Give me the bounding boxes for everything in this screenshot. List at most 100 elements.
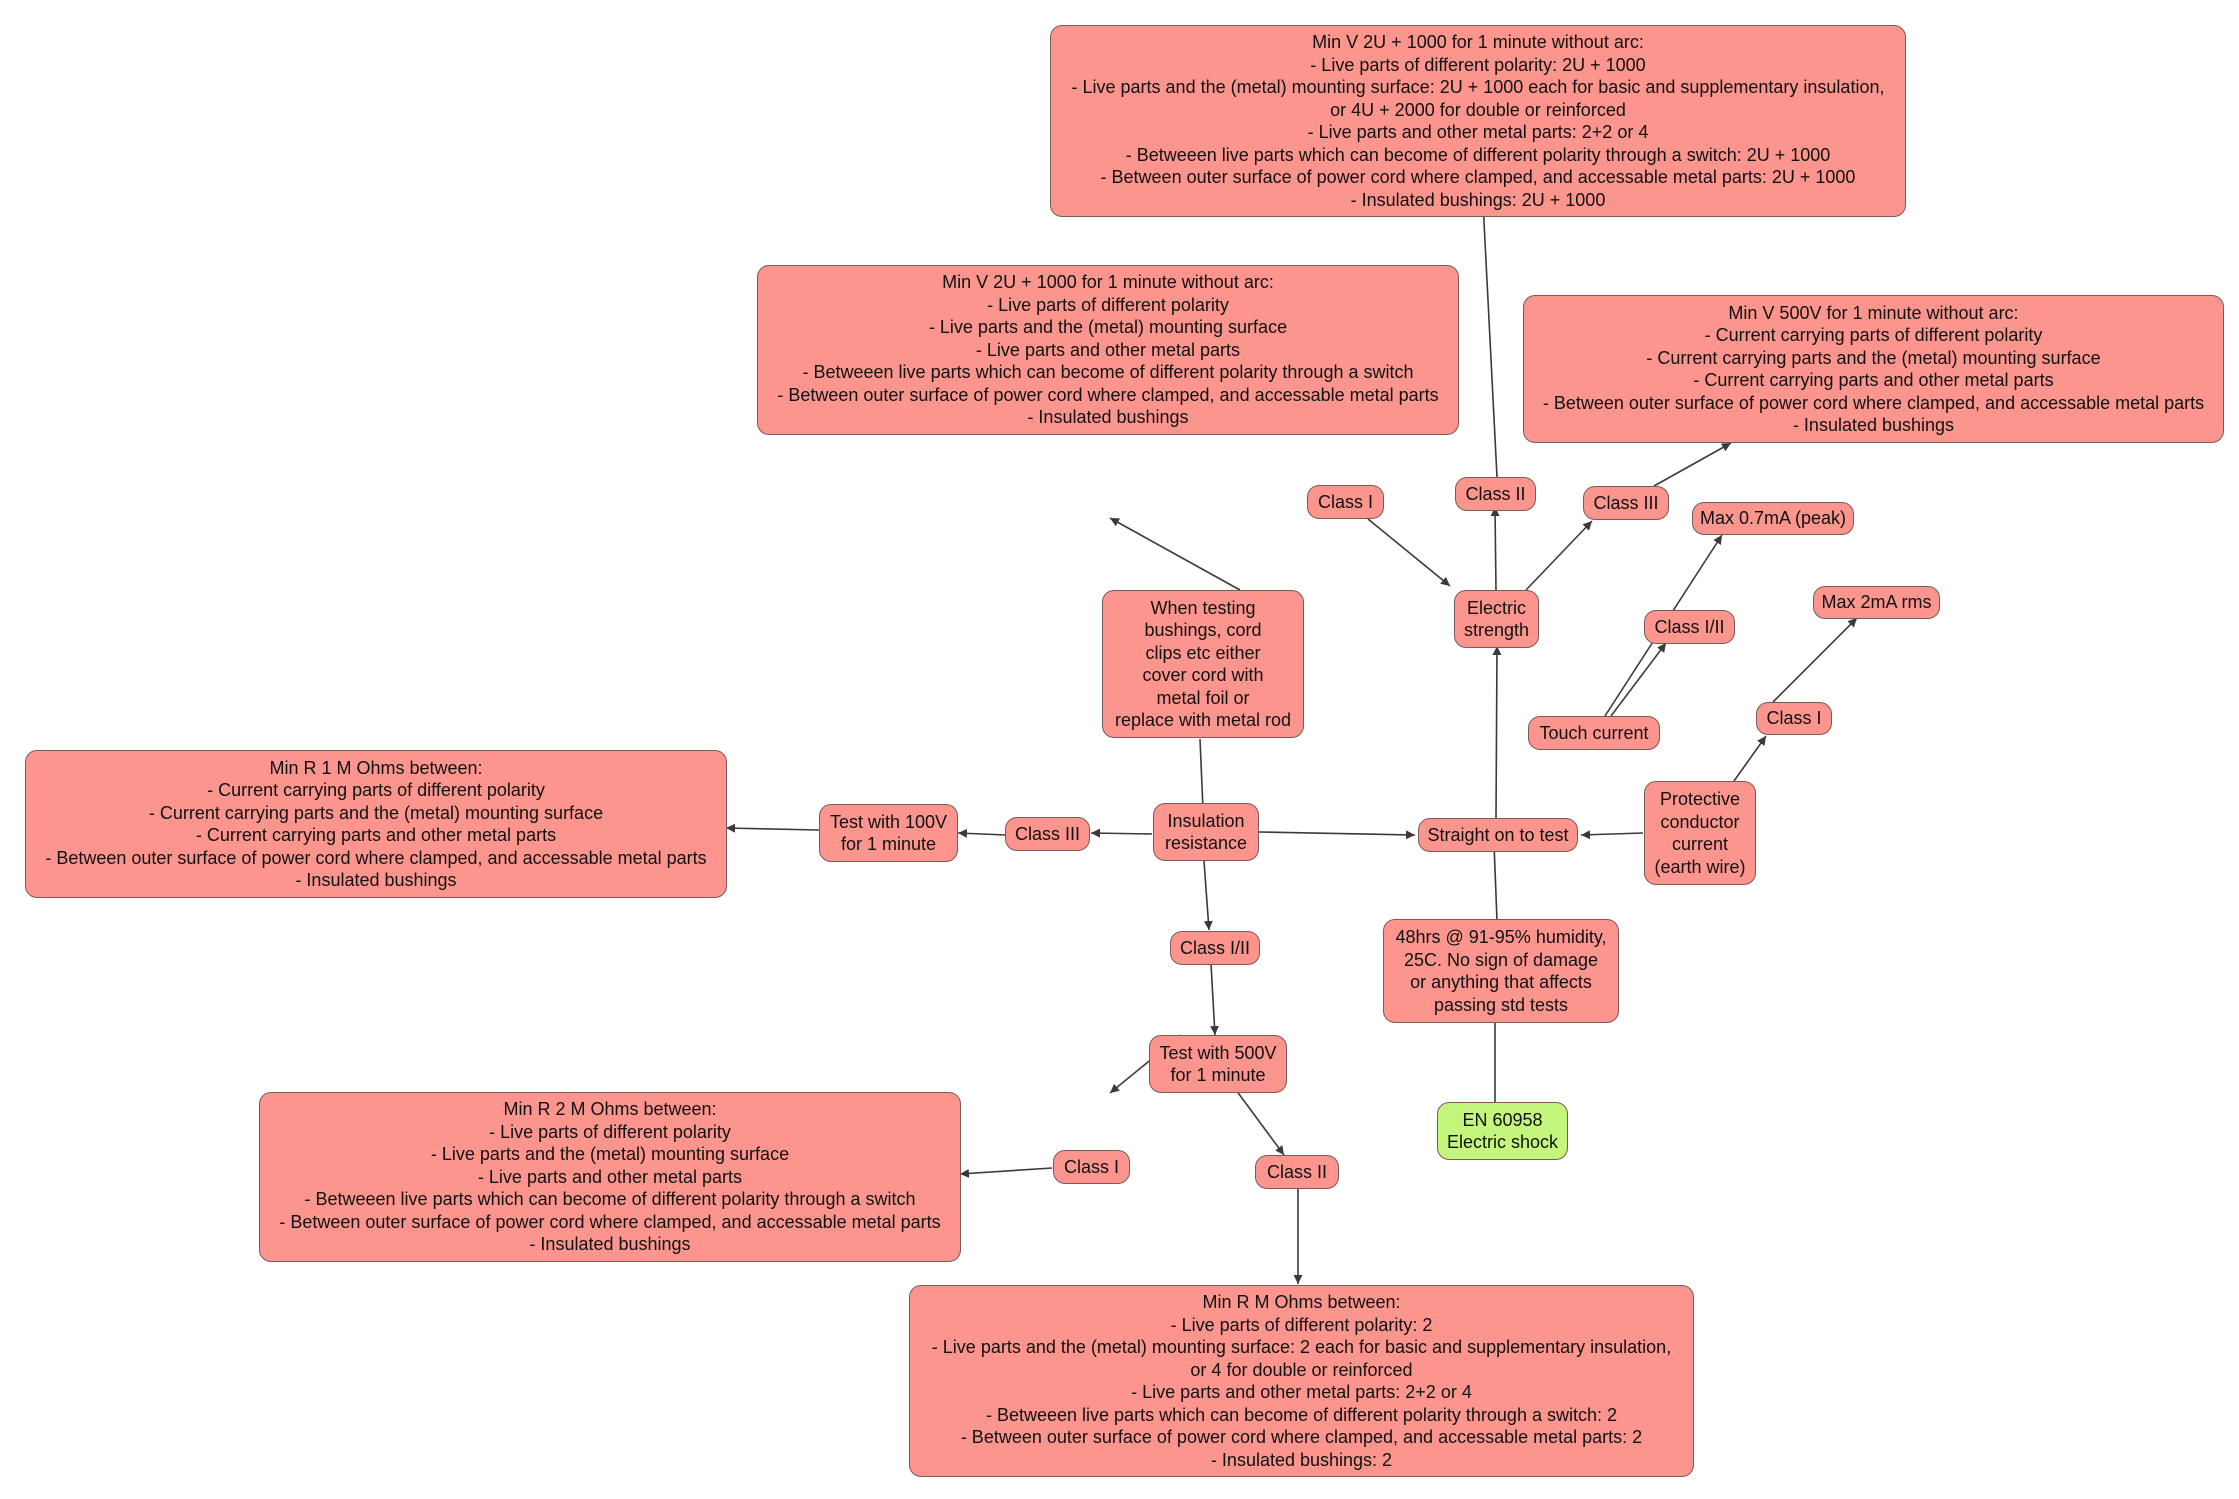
electric-strength-class-iii-requirements[interactable]: Min V 500V for 1 minute without arc:- Cu… [1523, 295, 2224, 443]
connector-arrow [1258, 830, 1416, 840]
connector-arrow [957, 828, 1007, 838]
node-text-line: - Betweeen live parts which can become o… [985, 1404, 1617, 1425]
node-text-line: for 1 minute [840, 834, 937, 854]
connector-arrow [1772, 617, 1858, 703]
node-text-line: clips etc either [1145, 642, 1261, 663]
protective-current-max-2ma[interactable]: Max 2mA rms [1813, 586, 1940, 619]
node-text-line: - Between outer surface of power cord wh… [1542, 392, 2205, 413]
node-text-line: - Live parts and the (metal) mounting su… [1071, 77, 1885, 97]
node-text-line: 25C. No sign of damage [1403, 949, 1599, 970]
connector-arrow [1367, 518, 1451, 587]
node-text-line: Min V 2U + 1000 for 1 minute without arc… [942, 272, 1274, 293]
node-text-line: Electric [1466, 597, 1526, 618]
node-text-line: - Live parts and other metal parts [975, 339, 1241, 360]
test-500v-class-i[interactable]: Class I [1053, 1150, 1130, 1184]
node-text-line: metal foil or [1156, 687, 1250, 708]
node-text-line: or 4 for double or reinforced [1190, 1359, 1413, 1380]
node-text-line: - Insulated bushings [1792, 415, 1955, 435]
electric-strength-class-i[interactable]: Class I [1307, 485, 1384, 519]
insulation-resistance-class-i-ii[interactable]: Class I/II [1170, 931, 1260, 965]
touch-current-max-0-7ma[interactable]: Max 0.7mA (peak) [1692, 502, 1854, 535]
node-text-line: - Live parts and the (metal) mounting su… [931, 1337, 1672, 1357]
node-text-line: - Insulated bushings [1027, 407, 1189, 428]
node-text-line: Electric shock [1446, 1132, 1559, 1152]
node-text-line: - Insulated bushings: 2 [1210, 1449, 1393, 1470]
node-text-line: or anything that affects [1410, 972, 1592, 992]
node-text-line: (earth wire) [1654, 856, 1746, 877]
connector-arrow [959, 1167, 1053, 1178]
connector-arrow [1653, 442, 1732, 487]
node-text-line: for 1 minute [1170, 1065, 1266, 1085]
node-text-line: conductor [1660, 811, 1740, 832]
node-text-line: - Live parts and other metal parts: 2+2 … [1131, 1382, 1472, 1402]
node-text-line: or 4U + 2000 for double or reinforced [1330, 99, 1626, 120]
node-text-line: Min V 500V for 1 minute without arc: [1728, 302, 2019, 323]
node-text-line: resistance [1164, 833, 1248, 853]
node-text-line: - Live parts and the (metal) mounting su… [430, 1144, 790, 1165]
electric-strength-class-iii[interactable]: Class III [1583, 486, 1669, 520]
connector-arrow [1109, 517, 1241, 591]
test-500v-class-ii[interactable]: Class II [1255, 1155, 1339, 1189]
straight-on-to-test-node[interactable]: Straight on to test [1418, 818, 1578, 852]
node-text-line: - Live parts of different polarity [987, 294, 1229, 315]
node-text-line: - Live parts of different polarity: 2 [1170, 1314, 1433, 1335]
touch-current-class-i-ii[interactable]: Class I/II [1644, 610, 1735, 644]
electric-strength-class-ii[interactable]: Class II [1455, 477, 1536, 511]
node-text-line: - Insulated bushings: 2U + 1000 [1350, 189, 1606, 210]
node-text-line: Class II [1266, 1161, 1327, 1182]
node-text-line: Class I [1766, 708, 1822, 729]
node-text-line: - Live parts and the (metal) mounting su… [928, 317, 1288, 338]
node-text-line: - Live parts and other metal parts [477, 1166, 743, 1187]
connector-arrow [1610, 642, 1667, 717]
node-text-line: When testing [1150, 597, 1256, 618]
electric-strength-class-i-requirements[interactable]: Min V 2U + 1000 for 1 minute without arc… [757, 265, 1459, 435]
node-text-line: - Between outer surface of power cord wh… [45, 847, 707, 868]
node-text-line: - Current carrying parts and the (metal)… [148, 802, 604, 823]
node-text-line: - Current carrying parts of different po… [1704, 325, 2043, 345]
node-text-line: Protective [1659, 789, 1741, 809]
node-text-line: - Live parts of different polarity [489, 1121, 731, 1142]
node-text-line: cover cord with [1142, 665, 1264, 685]
electric-strength-class-ii-requirements[interactable]: Min V 2U + 1000 for 1 minute without arc… [1050, 25, 1906, 217]
min-r-m-ohms-requirements[interactable]: Min R M Ohms between:- Live parts of dif… [909, 1285, 1694, 1477]
node-text-line: - Between outer surface of power cord wh… [279, 1211, 941, 1232]
node-text-line: - Insulated bushings [295, 870, 457, 890]
node-text-line: - Between outer surface of power cord wh… [1100, 167, 1856, 187]
connector-arrow [1580, 830, 1644, 840]
node-text-line: bushings, cord [1144, 620, 1262, 640]
node-text-line: Min V 2U + 1000 for 1 minute without arc… [1312, 32, 1644, 52]
connector-arrow [1090, 828, 1153, 838]
node-text-line: Class III [1593, 492, 1659, 513]
min-r-1m-ohms-requirements[interactable]: Min R 1 M Ohms between:- Current carryin… [25, 750, 727, 898]
node-text-line: - Current carrying parts and other metal… [195, 825, 557, 845]
connector-arrow [1490, 506, 1500, 591]
node-text-line: Class III [1014, 823, 1080, 844]
touch-current-node[interactable]: Touch current [1528, 716, 1660, 750]
node-text-line: - Current carrying parts and other metal… [1693, 370, 2054, 390]
node-text-line: Test with 100V [829, 811, 948, 832]
min-r-2m-ohms-requirements[interactable]: Min R 2 M Ohms between:- Live parts of d… [259, 1092, 961, 1262]
protective-current-class-i[interactable]: Class I [1756, 702, 1832, 735]
node-text-line: EN 60958 [1462, 1109, 1543, 1130]
node-text-line: - Between outer surface of power cord wh… [960, 1427, 1643, 1447]
insulation-resistance-class-iii[interactable]: Class III [1005, 817, 1090, 851]
connector-arrow [1203, 860, 1213, 931]
node-text-line: Class I [1317, 491, 1373, 512]
connector-arrow [1525, 520, 1593, 591]
node-text-line: Max 2mA rms [1821, 592, 1932, 613]
node-text-line: - Live parts and other metal parts: 2+2 … [1307, 122, 1649, 142]
node-text-line: Class I/II [1179, 937, 1250, 958]
connector-arrow [1733, 735, 1767, 782]
humidity-conditioning-node[interactable]: 48hrs @ 91-95% humidity,25C. No sign of … [1383, 919, 1619, 1023]
node-text-line: Test with 500V [1159, 1042, 1277, 1063]
node-text-line: - Live parts of different polarity: 2U +… [1310, 54, 1646, 75]
node-text-line: - Insulated bushings [529, 1234, 691, 1255]
node-text-line: Insulation [1167, 810, 1245, 831]
